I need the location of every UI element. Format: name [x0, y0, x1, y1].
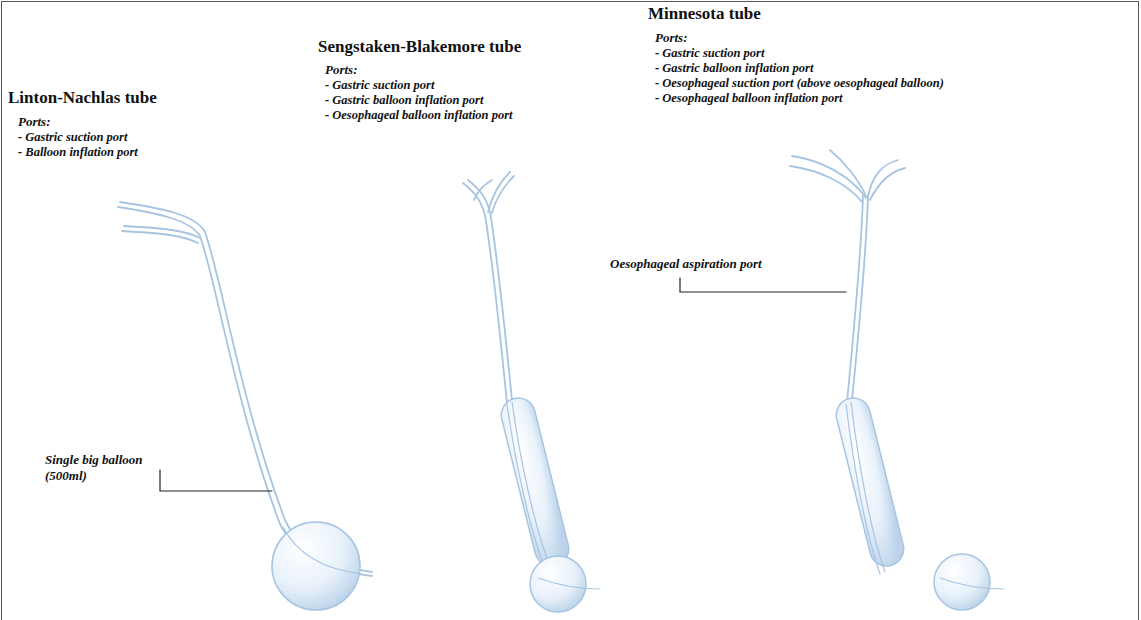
tube-name: Linton-Nachlas tube: [8, 88, 157, 108]
port-item: - Oesophageal suction port (above oesoph…: [655, 76, 944, 91]
port-item: - Gastric suction port: [655, 46, 764, 61]
tube-name: Minnesota tube: [648, 4, 761, 24]
linton-tube: [118, 202, 372, 610]
callout-label: Oesophageal aspiration port: [610, 256, 762, 272]
ports-heading: Ports:: [18, 114, 51, 130]
leader-line: [160, 470, 272, 491]
tube-name: Sengstaken-Blakemore tube: [318, 37, 521, 57]
port-item: - Oesophageal balloon inflation port: [325, 108, 513, 123]
callout-label: Single big balloon (500ml): [45, 452, 155, 484]
port-item: - Gastric balloon inflation port: [325, 93, 483, 108]
leader-line: [680, 278, 846, 292]
port-item: - Oesophageal balloon inflation port: [655, 91, 843, 106]
minnesota-tube: [680, 150, 1004, 610]
sengstaken-tube: [463, 172, 600, 612]
ports-heading: Ports:: [325, 62, 358, 78]
ports-heading: Ports:: [655, 30, 688, 46]
port-item: - Gastric suction port: [325, 78, 434, 93]
port-item: - Gastric balloon inflation port: [655, 61, 813, 76]
port-item: - Gastric suction port: [18, 130, 127, 145]
port-item: - Balloon inflation port: [18, 145, 138, 160]
